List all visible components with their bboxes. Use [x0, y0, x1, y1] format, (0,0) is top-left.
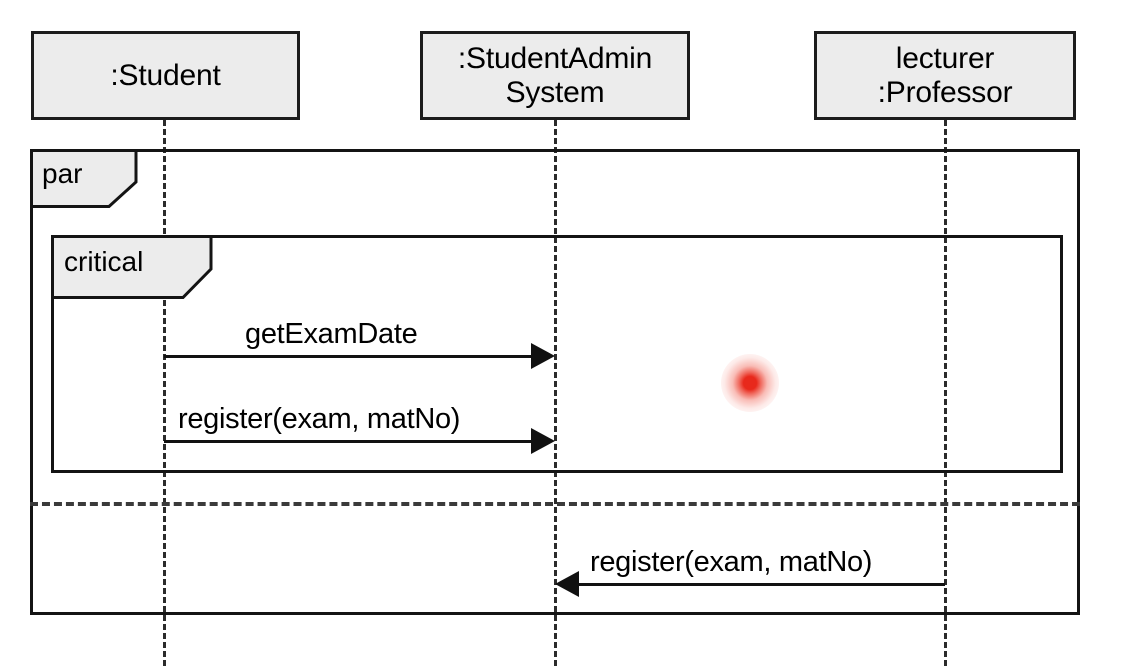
message-line-register-professor[interactable]	[578, 583, 945, 586]
lifeline-label-lecturer-professor-line1: lecturer	[895, 41, 995, 75]
message-line-get-exam-date[interactable]	[164, 355, 532, 358]
fragment-tag-par[interactable]: par	[30, 149, 138, 208]
lifeline-header-studentadminsystem[interactable]: :StudentAdmin System	[420, 31, 690, 120]
fragment-tag-par-label: par	[42, 158, 83, 189]
lifeline-label-studentadminsystem-line2: System	[505, 75, 605, 109]
message-arrowhead-register-student	[531, 428, 555, 454]
fragment-tag-critical[interactable]: critical	[51, 235, 213, 299]
fragment-frame-critical[interactable]	[51, 235, 1063, 473]
lifeline-axis-lecturer-professor	[944, 120, 947, 666]
message-arrowhead-get-exam-date	[531, 343, 555, 369]
message-line-register-student[interactable]	[164, 440, 532, 443]
message-label-get-exam-date: getExamDate	[245, 318, 418, 350]
fragment-par-operand-divider	[30, 502, 1080, 506]
lifeline-header-lecturer-professor[interactable]: lecturer :Professor	[814, 31, 1076, 120]
fragment-tag-par-shape	[30, 149, 138, 208]
lifeline-axis-student	[163, 120, 166, 666]
fragment-tag-critical-shape	[51, 235, 213, 299]
lifeline-label-student-line1: :Student	[110, 58, 221, 92]
message-label-register-professor: register(exam, matNo)	[590, 546, 873, 578]
lifeline-header-student[interactable]: :Student	[31, 31, 300, 120]
message-arrowhead-register-professor	[555, 571, 579, 597]
lifeline-label-studentadminsystem-line1: :StudentAdmin	[457, 41, 653, 75]
fragment-tag-critical-label: critical	[64, 246, 144, 277]
lifeline-label-lecturer-professor-line2: :Professor	[877, 75, 1013, 109]
message-label-register-student: register(exam, matNo)	[178, 403, 461, 435]
fragment-frame-par[interactable]	[30, 149, 1080, 615]
lifeline-axis-studentadminsystem	[554, 120, 557, 666]
